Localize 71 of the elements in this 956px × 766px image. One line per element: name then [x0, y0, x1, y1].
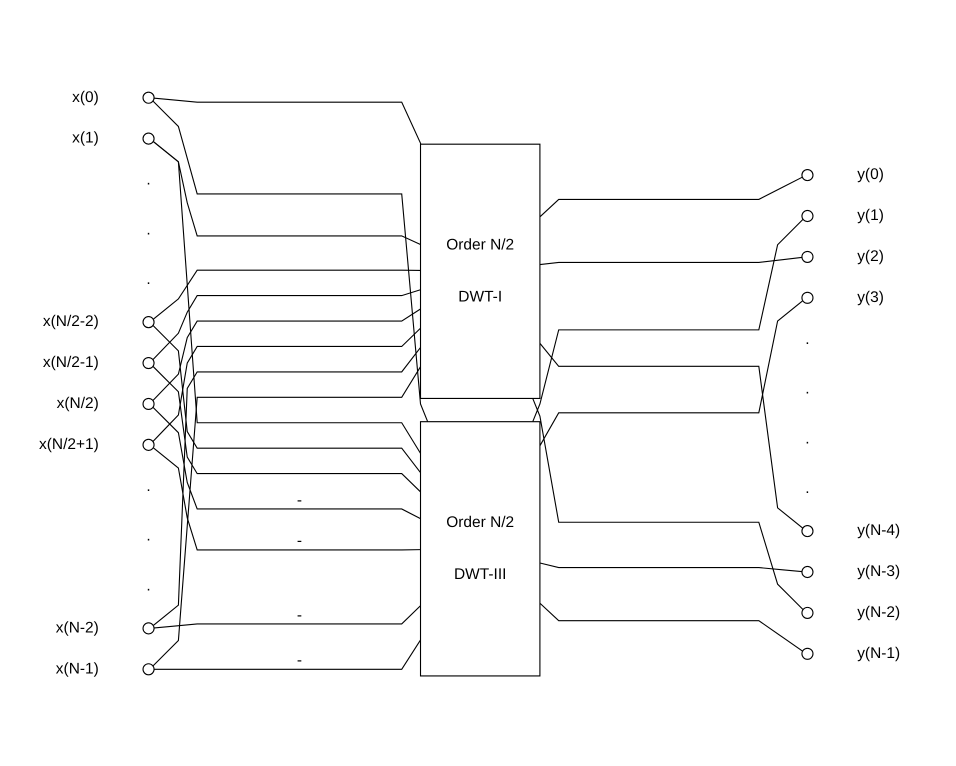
- connector: [539, 300, 803, 446]
- node-label: y(N-1): [857, 644, 900, 662]
- node-circle: [142, 356, 155, 369]
- node-label: x(N/2-1): [42, 354, 99, 371]
- connector: [152, 324, 421, 472]
- connector: [540, 562, 802, 572]
- node-label: y(2): [857, 248, 884, 265]
- label: .: [146, 576, 151, 594]
- connector: [153, 346, 421, 626]
- connector: [153, 140, 421, 454]
- connector: [152, 308, 421, 400]
- node-circle: [142, 132, 155, 144]
- edge-label: -: [296, 532, 302, 550]
- node-circle: [142, 622, 155, 634]
- node-label: x(N-2): [56, 618, 99, 636]
- connector: [152, 100, 428, 422]
- connector: [154, 97, 422, 144]
- node-label: x(N/2-2): [42, 312, 99, 330]
- connector: [152, 366, 421, 666]
- node-label: x(N/2+1): [39, 435, 99, 452]
- connector: [154, 639, 421, 670]
- connector: [152, 288, 421, 360]
- connector: [153, 269, 420, 319]
- node-box: Order N/2 DWT-I: [420, 143, 540, 398]
- label: .: [146, 477, 151, 494]
- edge-label: -: [296, 606, 302, 624]
- node-circle: [801, 565, 814, 578]
- connector: [154, 604, 421, 628]
- label: .: [146, 270, 151, 288]
- node-circle: [801, 168, 814, 181]
- node-circle: [142, 397, 155, 410]
- connector: [152, 366, 421, 492]
- node-circle: [142, 662, 155, 675]
- connector: [153, 447, 420, 550]
- label: .: [805, 330, 810, 348]
- node-label: y(1): [857, 206, 884, 224]
- label: .: [146, 220, 151, 238]
- node-circle: [801, 647, 814, 660]
- connector: [532, 218, 804, 422]
- node-box: Order N/2 DWT-III: [420, 420, 540, 676]
- node-circle: [142, 438, 155, 450]
- edge-label: -: [296, 491, 302, 508]
- connector: [540, 256, 802, 265]
- label: .: [146, 171, 151, 188]
- node-circle: [142, 91, 155, 104]
- node-circle: [142, 316, 155, 328]
- node-circle: [801, 250, 814, 262]
- node-circle: [801, 606, 814, 618]
- label: .: [146, 527, 151, 544]
- node-label: x(0): [72, 88, 99, 106]
- node-label: y(N-2): [857, 603, 900, 620]
- node-label: x(N-1): [56, 660, 99, 677]
- edge-label: -: [296, 652, 302, 669]
- node-circle: [801, 209, 814, 222]
- label: .: [805, 380, 810, 398]
- connector: [532, 398, 804, 610]
- node-label: y(N-4): [857, 522, 900, 539]
- node-label: x(1): [72, 129, 99, 146]
- node-label: y(3): [857, 288, 884, 306]
- connector: [540, 176, 803, 217]
- connector: [540, 342, 803, 528]
- node-circle: [801, 524, 814, 537]
- node-label: x(N/2): [56, 394, 99, 412]
- connector: [152, 406, 421, 519]
- label: .: [805, 430, 810, 447]
- connector: [152, 327, 421, 442]
- connector: [540, 602, 803, 651]
- node-label: y(N-3): [857, 562, 900, 580]
- label: .: [805, 480, 810, 497]
- node-circle: [801, 291, 814, 304]
- node-label: y(0): [857, 166, 884, 183]
